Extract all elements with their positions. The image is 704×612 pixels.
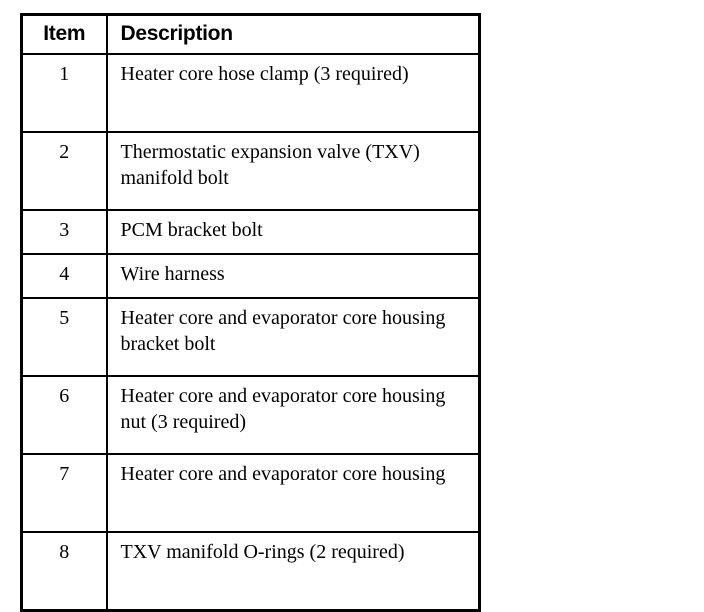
cell-description: Wire harness bbox=[105, 253, 481, 300]
table-body: 1 Heater core hose clamp (3 required) 2 … bbox=[20, 53, 481, 612]
page-canvas: Item Description 1 Heater core hose clam… bbox=[20, 13, 481, 612]
cell-item-number: 1 bbox=[20, 53, 108, 134]
cell-description: Heater core hose clamp (3 required) bbox=[105, 53, 481, 134]
table-row: 4 Wire harness bbox=[20, 253, 481, 300]
table-row: 5 Heater core and evaporator core housin… bbox=[20, 297, 481, 378]
cell-description: TXV manifold O-rings (2 required) bbox=[105, 531, 481, 612]
table-row: 3 PCM bracket bolt bbox=[20, 209, 481, 256]
table-row: 7 Heater core and evaporator core housin… bbox=[20, 453, 481, 534]
table-row: 2 Thermostatic expansion valve (TXV) man… bbox=[20, 131, 481, 212]
cell-description: Heater core and evaporator core housing … bbox=[105, 375, 481, 456]
cell-item-number: 3 bbox=[20, 209, 108, 256]
table-header: Item Description bbox=[20, 13, 481, 56]
cell-item-number: 7 bbox=[20, 453, 108, 534]
parts-identification-table: Item Description 1 Heater core hose clam… bbox=[20, 13, 481, 612]
cell-item-number: 8 bbox=[20, 531, 108, 612]
table-row: 6 Heater core and evaporator core housin… bbox=[20, 375, 481, 456]
cell-item-number: 6 bbox=[20, 375, 108, 456]
cell-description: Heater core and evaporator core housing … bbox=[105, 297, 481, 378]
column-header-item: Item bbox=[20, 13, 108, 56]
column-header-description: Description bbox=[105, 13, 481, 56]
table-row: 8 TXV manifold O-rings (2 required) bbox=[20, 531, 481, 612]
cell-item-number: 4 bbox=[20, 253, 108, 300]
cell-description: PCM bracket bolt bbox=[105, 209, 481, 256]
cell-item-number: 5 bbox=[20, 297, 108, 378]
cell-description: Thermostatic expansion valve (TXV) manif… bbox=[105, 131, 481, 212]
cell-item-number: 2 bbox=[20, 131, 108, 212]
cell-description: Heater core and evaporator core housing bbox=[105, 453, 481, 534]
table-row: 1 Heater core hose clamp (3 required) bbox=[20, 53, 481, 134]
table-header-row: Item Description bbox=[20, 13, 481, 56]
